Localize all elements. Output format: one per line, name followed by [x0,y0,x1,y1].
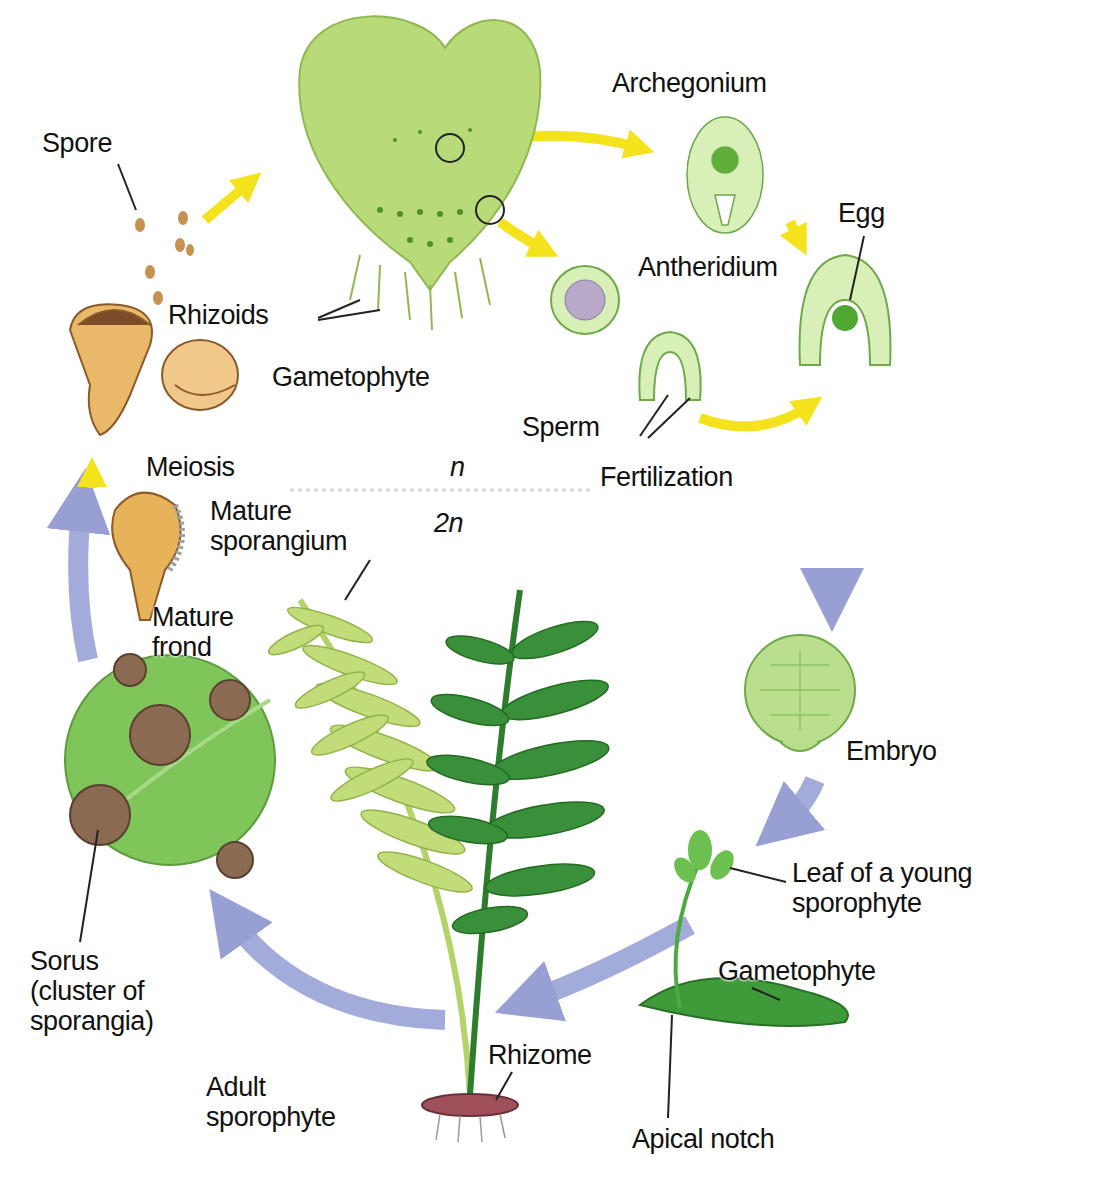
stage-label: Meiosis [146,452,235,482]
part-label: Apical notch [632,1124,774,1154]
embryo [745,635,855,751]
egg-cells [800,255,891,365]
archegonium-cells [687,117,763,233]
stage-label: Adult sporophyte [206,1072,396,1132]
stage-label: Fertilization [600,462,733,492]
part-label: Archegonium [612,68,767,98]
part-label: Mature sporangium [210,496,410,556]
spores [135,211,194,305]
part-label: Antheridium [638,252,778,282]
part-label: Sperm [522,412,600,442]
sperm-cells [639,332,700,400]
part-label: Gametophyte [718,956,876,986]
part-label: Sorus (cluster of sporangia) [30,946,182,1036]
mature-sporangium [112,493,182,620]
part-label: Gametophyte [272,362,430,392]
gametophyte-heart [299,16,540,330]
part-label: Rhizoids [168,300,268,330]
part-label: Rhizome [488,1040,592,1070]
stage-label: Embryo [846,736,937,766]
ploidy-label: 2n [434,508,463,538]
part-label: Leaf of a young sporophyte [792,858,1077,918]
part-label: Spore [42,128,112,158]
adult-fern [265,590,611,1142]
ploidy-label: n [450,452,465,482]
part-label: Egg [838,198,885,228]
antheridium-cells [551,266,619,334]
ploidy-divider [290,489,590,492]
part-label: Mature frond [152,602,282,662]
